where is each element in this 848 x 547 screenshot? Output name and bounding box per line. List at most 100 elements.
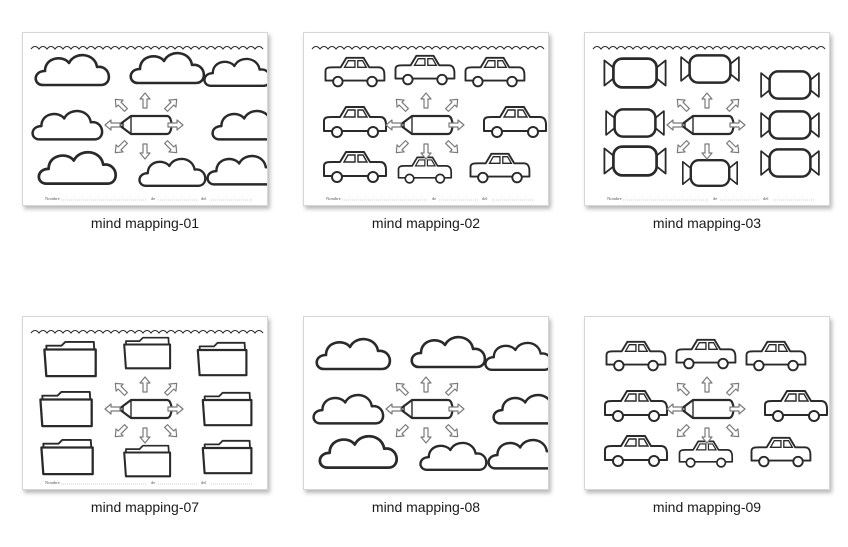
arrow-icon <box>701 143 713 160</box>
file-name[interactable]: mind mapping-08 <box>371 499 481 515</box>
cloud-icon <box>211 109 267 141</box>
candy-icon <box>760 110 820 140</box>
arrow-icon <box>395 382 409 396</box>
footer-label: Nombre <box>45 480 60 485</box>
file-name[interactable]: mind mapping-09 <box>652 499 762 515</box>
cloud-icon <box>492 393 548 425</box>
footer-label: Nombre <box>45 196 60 201</box>
candy-icon <box>681 158 739 188</box>
folder-icon <box>43 340 97 378</box>
file-name[interactable]: mind mapping-02 <box>371 215 481 231</box>
arrow-icon <box>164 98 178 112</box>
arrow-icon <box>167 119 184 131</box>
candy-icon <box>760 148 820 178</box>
arrow-icon <box>448 119 465 131</box>
arrow-icon <box>676 424 690 438</box>
folder-icon <box>39 390 93 428</box>
car-icon <box>678 440 734 468</box>
arrow-icon <box>445 140 459 154</box>
footer-label: de <box>151 196 155 201</box>
footer-label: del <box>482 196 488 201</box>
pencil-icon <box>679 398 735 420</box>
arrow-icon <box>726 140 740 154</box>
arrow-icon <box>701 427 713 444</box>
arrow-icon <box>164 382 178 396</box>
folder-icon <box>123 336 172 370</box>
arrow-icon <box>729 403 746 415</box>
cloud-icon <box>138 157 207 187</box>
folder-icon <box>201 391 253 427</box>
arrow-icon <box>167 403 184 415</box>
footer-label: Nombre <box>607 196 622 201</box>
file-name[interactable]: mind mapping-07 <box>90 499 200 515</box>
folder-icon <box>40 438 94 476</box>
arrow-icon <box>139 92 151 109</box>
arrow-icon <box>726 382 740 396</box>
pencil-icon <box>679 114 735 136</box>
footer-label: Nombre <box>326 196 341 201</box>
arrow-icon <box>385 119 402 131</box>
arrow-icon <box>676 98 690 112</box>
arrow-icon <box>666 403 683 415</box>
footer-label: de <box>151 480 155 485</box>
file-thumbnail[interactable]: Nombre de del <box>584 32 830 206</box>
candy-icon <box>605 108 665 138</box>
car-icon <box>764 390 828 422</box>
file-thumbnail[interactable]: Nombre de del <box>303 32 549 206</box>
arrow-icon <box>420 427 432 444</box>
arrow-icon <box>726 98 740 112</box>
candy-icon <box>680 54 740 84</box>
cloud-icon <box>206 154 267 186</box>
arrow-icon <box>701 92 713 109</box>
pencil-icon <box>398 398 454 420</box>
cloud-icon <box>484 341 548 371</box>
arrow-icon <box>385 403 402 415</box>
arrow-icon <box>676 382 690 396</box>
arrow-icon <box>395 98 409 112</box>
file-name[interactable]: mind mapping-01 <box>90 215 200 231</box>
arrow-icon <box>139 376 151 393</box>
car-icon <box>469 152 531 184</box>
wave-border <box>30 329 264 334</box>
footer-label: de <box>713 196 717 201</box>
car-icon <box>323 106 387 138</box>
footer-label: de <box>432 196 436 201</box>
footer-label: del <box>201 480 207 485</box>
car-icon <box>750 436 812 468</box>
car-icon <box>483 106 547 138</box>
car-icon <box>675 338 737 370</box>
footer-label: del <box>763 196 769 201</box>
arrow-icon <box>139 427 151 444</box>
arrow-icon <box>445 382 459 396</box>
arrow-icon <box>395 424 409 438</box>
file-thumbnail[interactable] <box>303 316 549 490</box>
arrow-icon <box>445 98 459 112</box>
car-icon <box>604 435 668 467</box>
cloud-icon <box>419 441 488 471</box>
arrow-icon <box>104 403 121 415</box>
file-thumbnail[interactable] <box>584 316 830 490</box>
arrow-icon <box>114 424 128 438</box>
cloud-icon <box>410 335 487 369</box>
folder-icon <box>201 439 253 475</box>
arrow-icon <box>104 119 121 131</box>
cloud-icon <box>129 51 206 85</box>
pencil-icon <box>117 114 173 136</box>
car-icon <box>394 54 456 86</box>
arrow-icon <box>395 140 409 154</box>
file-name[interactable]: mind mapping-03 <box>652 215 762 231</box>
arrow-icon <box>139 143 151 160</box>
arrow-icon <box>676 140 690 154</box>
arrow-icon <box>701 376 713 393</box>
folder-icon <box>123 444 172 478</box>
arrow-icon <box>420 143 432 160</box>
arrow-icon <box>114 98 128 112</box>
arrow-icon <box>164 424 178 438</box>
arrow-icon <box>114 382 128 396</box>
candy-icon <box>603 145 667 177</box>
arrow-icon <box>726 424 740 438</box>
cloud-icon <box>312 393 385 425</box>
file-thumbnail[interactable]: Nombre de del <box>22 316 268 490</box>
arrow-icon <box>164 140 178 154</box>
